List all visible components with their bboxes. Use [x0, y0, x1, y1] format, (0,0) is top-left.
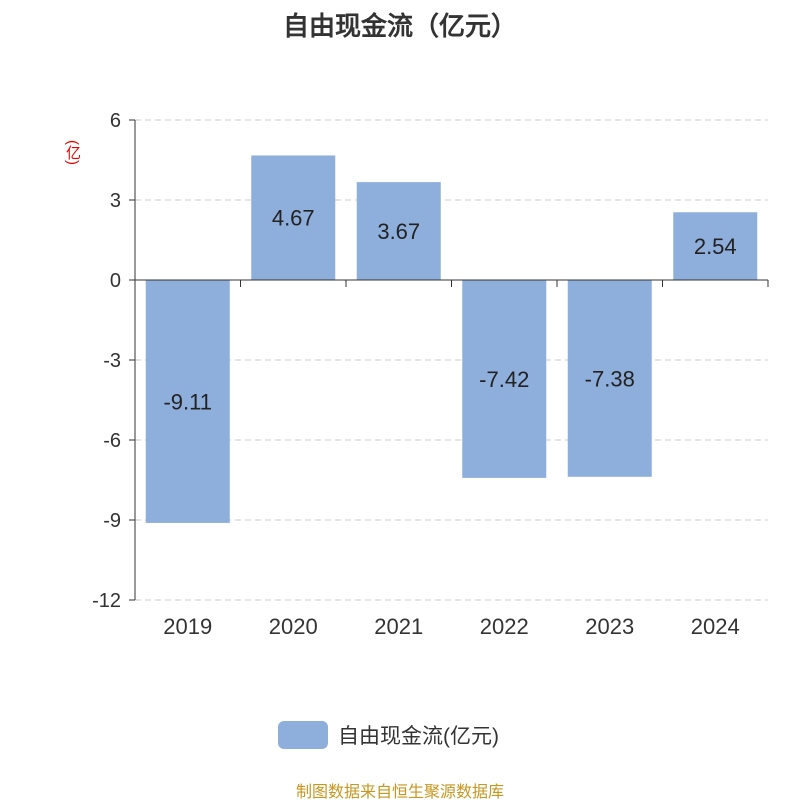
data-label: 2.54 [694, 234, 737, 259]
source-footer: 制图数据来自恒生聚源数据库 [295, 784, 504, 800]
legend-swatch [278, 721, 328, 749]
data-label: -9.11 [163, 389, 212, 414]
x-tick-label: 2021 [374, 614, 423, 639]
x-tick-label: 2019 [163, 614, 212, 639]
data-label: 4.67 [272, 206, 315, 231]
data-label: -7.38 [585, 366, 635, 391]
x-tick-label: 2020 [269, 614, 318, 639]
bar-2024 [673, 212, 758, 280]
y-tick-label: 6 [110, 110, 121, 132]
y-axis-unit: (亿) [64, 140, 81, 165]
y-tick-label: -12 [92, 590, 121, 612]
x-tick-label: 2023 [585, 614, 634, 639]
data-label: -7.42 [479, 367, 529, 392]
x-tick-label: 2024 [691, 614, 740, 639]
data-label: 3.67 [377, 219, 420, 244]
bar-2022 [462, 280, 547, 478]
legend[interactable]: 自由现金流(亿元) [278, 720, 499, 750]
y-tick-label: 3 [110, 190, 121, 212]
y-tick-label: -3 [103, 350, 121, 372]
chart-title: 自由现金流（亿元） [282, 11, 517, 41]
y-tick-label: -9 [103, 510, 121, 532]
y-tick-label: -6 [103, 430, 121, 452]
legend-label: 自由现金流(亿元) [338, 725, 499, 748]
x-tick-label: 2022 [480, 614, 529, 639]
bar-2023 [567, 280, 652, 477]
bar-2020 [251, 155, 336, 280]
bar-2019 [145, 280, 230, 523]
bar-2021 [356, 182, 441, 280]
y-tick-label: 0 [110, 270, 121, 292]
